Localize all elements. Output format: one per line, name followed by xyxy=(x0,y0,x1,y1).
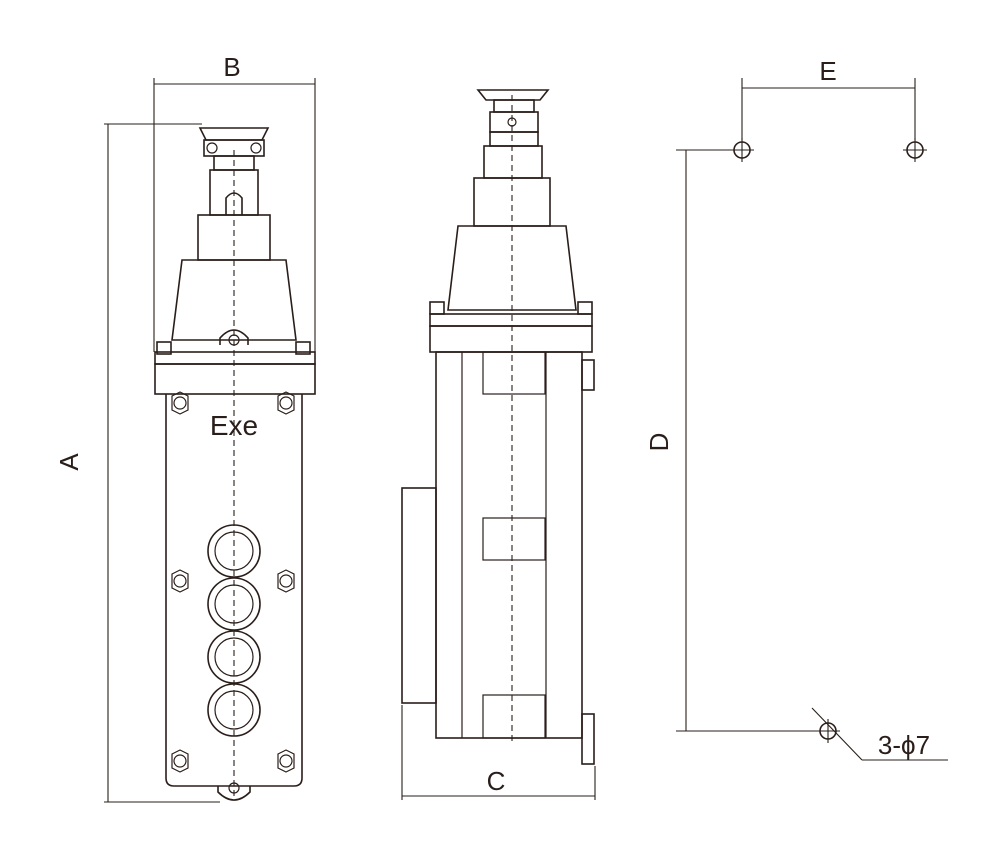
dimension-c: C xyxy=(401,705,596,800)
dimension-b: B xyxy=(153,52,316,352)
dimension-e-label: E xyxy=(819,56,836,86)
dimension-a-label: A xyxy=(54,453,84,471)
dimension-a: A xyxy=(54,123,220,803)
dimension-e: E xyxy=(741,56,916,140)
mounting-hole-pattern: 3-ϕ7 xyxy=(730,138,948,761)
hole-callout: 3-ϕ7 xyxy=(878,730,930,760)
dimension-b-label: B xyxy=(223,52,240,82)
dimension-c-label: C xyxy=(487,766,506,796)
dimension-d: D xyxy=(644,149,818,732)
front-view: Exe xyxy=(154,127,316,801)
ex-marking: Exe xyxy=(210,410,258,441)
side-view xyxy=(401,89,595,765)
dimension-d-label: D xyxy=(644,433,674,452)
